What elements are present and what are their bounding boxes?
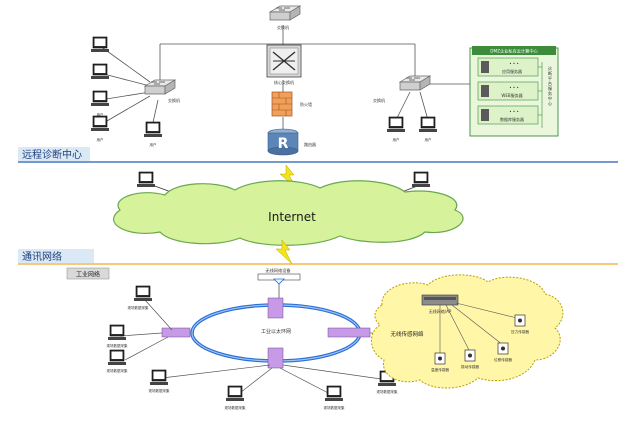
- terminal-label: 现场数据采集: [225, 405, 246, 410]
- gateway-device: 无线网络设备: [257, 267, 301, 298]
- left-switch: 交换机: [144, 79, 180, 103]
- firewall-label: 防火墙: [300, 101, 312, 107]
- dmz-datacenter: DMZ企业私有云计算中心 • • • • • • • • • 应用服务器 WEB…: [469, 46, 559, 137]
- internet-cloud: Internet: [113, 180, 464, 246]
- left-user-pcs: 用户 用户 用户: [90, 36, 163, 147]
- terminal-label: 现场数据采集: [377, 389, 398, 394]
- industrial-network-label: 工业网络: [76, 271, 100, 279]
- dmz-server-label: 应用服务器: [502, 68, 522, 74]
- right-switch-label: 交换机: [373, 97, 385, 103]
- core-switch-label: 核心交换机: [274, 79, 294, 85]
- top-switch: 交换机: [269, 5, 301, 30]
- router-label: 路由器: [304, 141, 316, 147]
- gateway-label: 无线网络设备: [265, 267, 291, 274]
- field-terminals: 现场数据采集 现场数据采集 现场数据采集 现场数据采集 现场数据采集 现场数据采…: [107, 285, 398, 410]
- sensor-label: 压力传感器: [511, 329, 529, 334]
- terminal-label: 现场数据采集: [149, 388, 170, 393]
- core-switch: 核心交换机: [266, 44, 302, 85]
- svg-text:R: R: [278, 136, 289, 152]
- svg-text:• • •: • • •: [509, 85, 519, 90]
- terminal-label: 现场数据采集: [107, 368, 128, 373]
- ring-label: 工业以太环网: [261, 328, 291, 335]
- right-user-pcs: 用户 用户: [386, 116, 438, 142]
- svg-text:• • •: • • •: [509, 61, 519, 66]
- comm-network-header: 通讯网络: [18, 249, 618, 265]
- user-label: 用户: [97, 137, 104, 142]
- sensor-label: 温度传感器: [431, 367, 449, 372]
- router-icon: R 路由器: [267, 128, 316, 156]
- internet-label: Internet: [268, 210, 316, 224]
- top-switch-label: 交换机: [277, 24, 289, 30]
- dmz-server-label: 数据库服务器: [500, 116, 524, 122]
- sensor-label: 振动传感器: [461, 364, 479, 369]
- user-label: 用户: [150, 142, 157, 147]
- dmz-server-label: WEB服务器: [501, 92, 522, 98]
- right-switch: 交换机: [373, 75, 431, 103]
- terminal-label: 现场数据采集: [128, 305, 149, 310]
- dmz-title: DMZ企业私有云计算中心: [490, 48, 538, 55]
- dmz-side-label: 诊断平台服务中心: [548, 65, 553, 106]
- user-label: 用户: [425, 137, 432, 142]
- section-title-remote: 远程诊断中心: [22, 148, 82, 161]
- sensor-label: 位移传感器: [494, 357, 512, 362]
- user-label: 用户: [393, 137, 400, 142]
- left-switch-label: 交换机: [168, 97, 180, 103]
- user-label: 用户: [97, 112, 104, 117]
- firewall-icon: 防火墙: [271, 91, 312, 117]
- ring-connectors: [161, 297, 371, 369]
- wireless-sensor-network: 无线传感网络 无线网络/AP 温度传感器 振动传感器 位移传感器 压力传感: [371, 274, 564, 389]
- remote-center-header: 远程诊断中心: [18, 147, 618, 163]
- terminal-label: 现场数据采集: [107, 343, 128, 348]
- terminal-links: [119, 299, 389, 397]
- section-title-comm: 通讯网络: [22, 250, 62, 263]
- industrial-network-tag: 工业网络: [66, 267, 110, 280]
- terminal-label: 现场数据采集: [324, 405, 345, 410]
- svg-text:• • •: • • •: [509, 109, 519, 114]
- wireless-network-label: 无线传感网络: [390, 330, 424, 338]
